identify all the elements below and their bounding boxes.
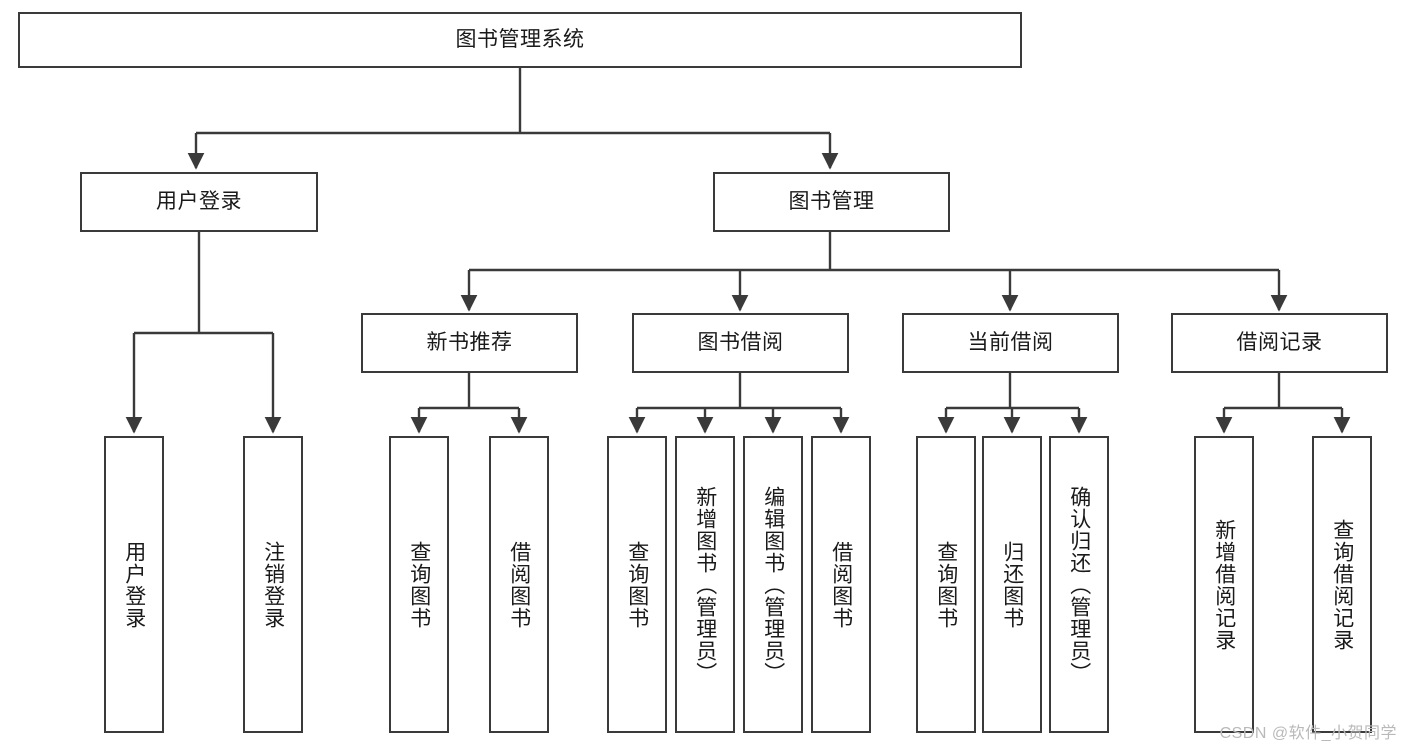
- leaf-records-add-record[interactable]: 新增借阅记录: [1194, 436, 1254, 733]
- node-borrow-records[interactable]: 借阅记录: [1171, 313, 1388, 373]
- leaf-borrow-add-book-label: 新增图书（管理员）: [693, 485, 717, 684]
- leaf-borrow-query-book-label: 查询图书: [625, 540, 649, 629]
- node-current-borrow-label: 当前借阅: [967, 331, 1054, 355]
- node-book-borrow-label: 图书借阅: [697, 331, 784, 355]
- node-user-login-label: 用户登录: [156, 190, 242, 214]
- leaf-user-login-signin-label: 用户登录: [122, 540, 146, 629]
- node-borrow-records-label: 借阅记录: [1236, 331, 1323, 355]
- leaf-current-query-book[interactable]: 查询图书: [916, 436, 976, 733]
- leaf-current-return-book[interactable]: 归还图书: [982, 436, 1042, 733]
- node-current-borrow[interactable]: 当前借阅: [902, 313, 1119, 373]
- node-book-management[interactable]: 图书管理: [713, 172, 950, 232]
- leaf-current-query-book-label: 查询图书: [934, 540, 958, 629]
- leaf-user-login-signout-label: 注销登录: [261, 540, 285, 629]
- node-book-management-label: 图书管理: [788, 190, 875, 214]
- leaf-new-book-borrow[interactable]: 借阅图书: [489, 436, 549, 733]
- leaf-borrow-add-book[interactable]: 新增图书（管理员）: [675, 436, 735, 733]
- node-book-borrow[interactable]: 图书借阅: [632, 313, 849, 373]
- leaf-records-query-record-label: 查询借阅记录: [1330, 518, 1354, 651]
- leaf-borrow-borrow-book-label: 借阅图书: [829, 540, 853, 629]
- leaf-new-book-query-label: 查询图书: [407, 540, 431, 629]
- node-root-label: 图书管理系统: [455, 28, 585, 52]
- leaf-current-confirm-return[interactable]: 确认归还（管理员）: [1049, 436, 1109, 733]
- watermark: CSDN @软件_小贺同学: [1219, 725, 1397, 742]
- node-new-book-recommend[interactable]: 新书推荐: [361, 313, 578, 373]
- leaf-borrow-borrow-book[interactable]: 借阅图书: [811, 436, 871, 733]
- leaf-new-book-borrow-label: 借阅图书: [507, 540, 531, 629]
- leaf-current-return-book-label: 归还图书: [1000, 540, 1024, 629]
- leaf-borrow-edit-book-label: 编辑图书（管理员）: [761, 485, 785, 684]
- leaf-records-add-record-label: 新增借阅记录: [1212, 518, 1236, 651]
- leaf-records-query-record[interactable]: 查询借阅记录: [1312, 436, 1372, 733]
- leaf-borrow-edit-book[interactable]: 编辑图书（管理员）: [743, 436, 803, 733]
- node-new-book-recommend-label: 新书推荐: [426, 331, 513, 355]
- node-root[interactable]: 图书管理系统: [18, 12, 1022, 68]
- leaf-new-book-query[interactable]: 查询图书: [389, 436, 449, 733]
- leaf-borrow-query-book[interactable]: 查询图书: [607, 436, 667, 733]
- leaf-current-confirm-return-label: 确认归还（管理员）: [1067, 485, 1091, 684]
- node-user-login[interactable]: 用户登录: [80, 172, 318, 232]
- leaf-user-login-signin[interactable]: 用户登录: [104, 436, 164, 733]
- leaf-user-login-signout[interactable]: 注销登录: [243, 436, 303, 733]
